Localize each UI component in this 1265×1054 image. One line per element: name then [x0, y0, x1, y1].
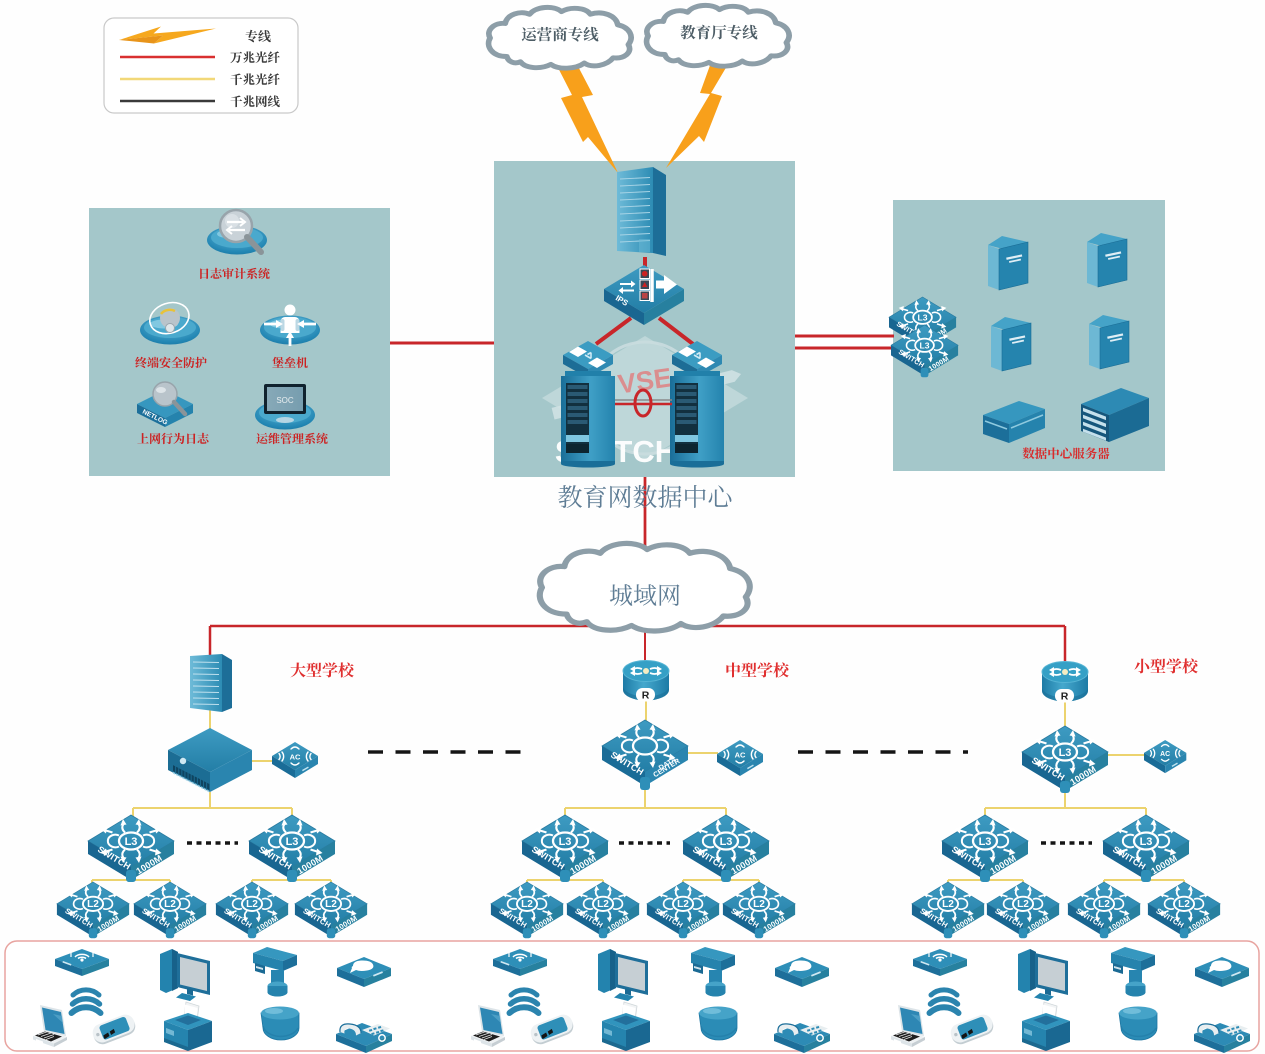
svg-text:VSE: VSE — [616, 362, 674, 399]
svg-text:SOC: SOC — [276, 396, 294, 405]
